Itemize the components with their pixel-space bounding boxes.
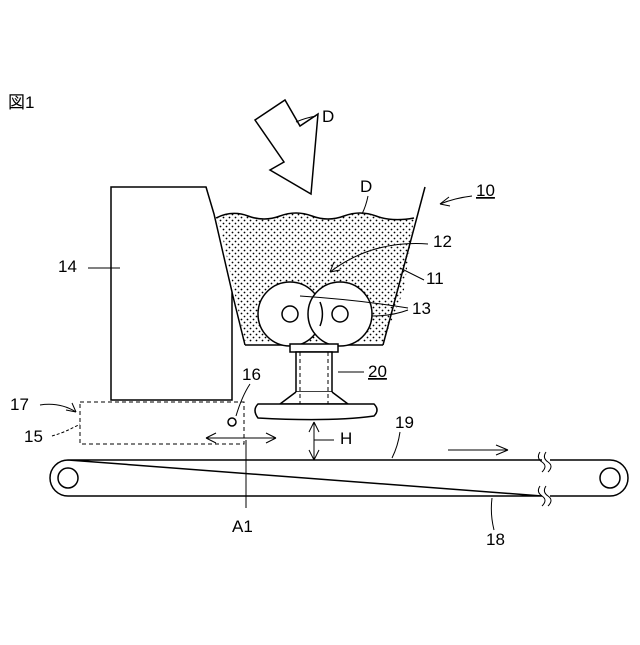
label-18: 18	[486, 530, 505, 549]
fifteen-leader	[52, 424, 80, 436]
nozzle-plate	[255, 404, 377, 420]
label-13: 13	[412, 299, 431, 318]
label-20: 20	[368, 362, 387, 381]
input-arrow	[255, 100, 318, 194]
label-19: 19	[395, 413, 414, 432]
label-15: 15	[24, 427, 43, 446]
figure-title: 図1	[8, 93, 34, 112]
nozzle-neck	[290, 344, 338, 352]
label-h: H	[340, 429, 352, 448]
conveyor-belt	[50, 460, 628, 496]
label-12: 12	[433, 232, 452, 251]
roller-left-hub	[282, 306, 298, 322]
label-16: 16	[242, 365, 261, 384]
d-leader	[362, 196, 368, 214]
belt-break-mark	[538, 452, 551, 506]
label-arrow-d: D	[322, 107, 334, 126]
pulley-left	[58, 468, 78, 488]
label-10: 10	[476, 181, 495, 200]
label-a1: A1	[232, 517, 253, 536]
label-11: 11	[426, 269, 444, 288]
pulley-right	[600, 468, 620, 488]
label-17: 17	[10, 395, 29, 414]
sixteen-leader	[236, 384, 250, 416]
roller-right-hub	[332, 306, 348, 322]
nozzle-taper	[280, 392, 348, 404]
block-14	[111, 187, 232, 400]
nineteen-leader	[392, 432, 400, 458]
eighteen-leader	[491, 498, 494, 530]
label-d: D	[360, 177, 372, 196]
label-14: 14	[58, 257, 77, 276]
nozzle-body	[296, 352, 332, 392]
sensor-16	[228, 418, 236, 426]
ten-arrowhead	[440, 197, 450, 206]
